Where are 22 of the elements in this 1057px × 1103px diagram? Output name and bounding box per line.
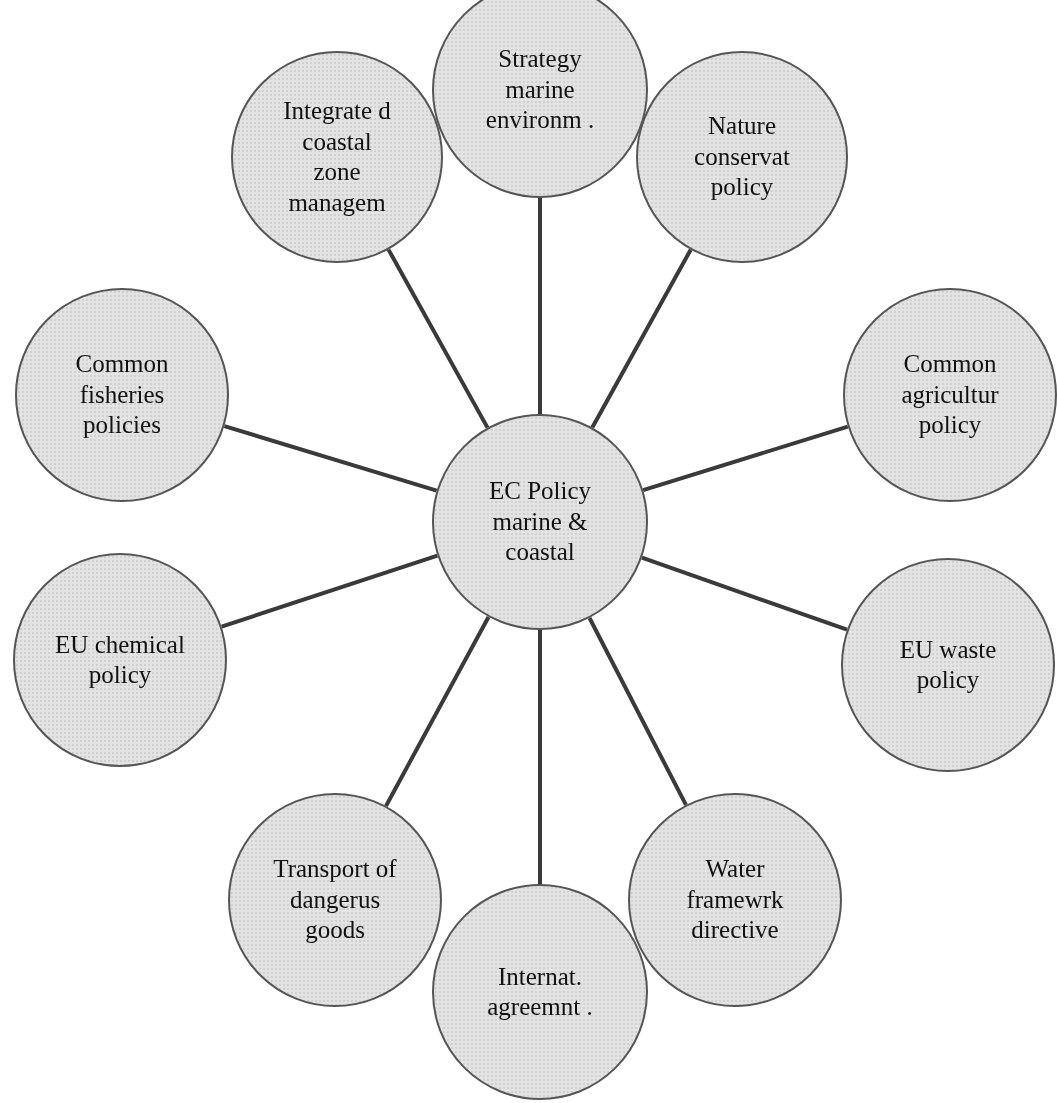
node-label: Integrate d coastal zone managem: [282, 96, 392, 218]
connector-line: [641, 555, 848, 632]
connector-line: [221, 553, 439, 629]
connector-line: [223, 424, 438, 493]
node-label: Transport of dangerus goods: [272, 854, 398, 946]
node-label: Strategy marine environm .: [484, 44, 596, 136]
connector-line: [386, 248, 490, 429]
connector-line: [384, 616, 491, 807]
node-label: Common fisheries policies: [74, 349, 170, 441]
node-label: EU waste policy: [898, 634, 998, 695]
connector-line: [590, 248, 693, 429]
node-label: Nature conservat policy: [693, 111, 791, 203]
node-label: EC Policy marine & coastal: [487, 476, 593, 568]
policy-circle: [432, 0, 648, 198]
connector-line: [538, 630, 542, 884]
connector-line: [642, 424, 849, 492]
node-label: EU chemical policy: [54, 629, 186, 690]
connector-line: [587, 617, 688, 806]
connector-line: [538, 198, 542, 414]
node-label: Common agricultur policy: [900, 349, 1000, 441]
node-label: Water framewrk directive: [685, 854, 785, 946]
node-label: Internat. agreemnt .: [486, 961, 594, 1022]
